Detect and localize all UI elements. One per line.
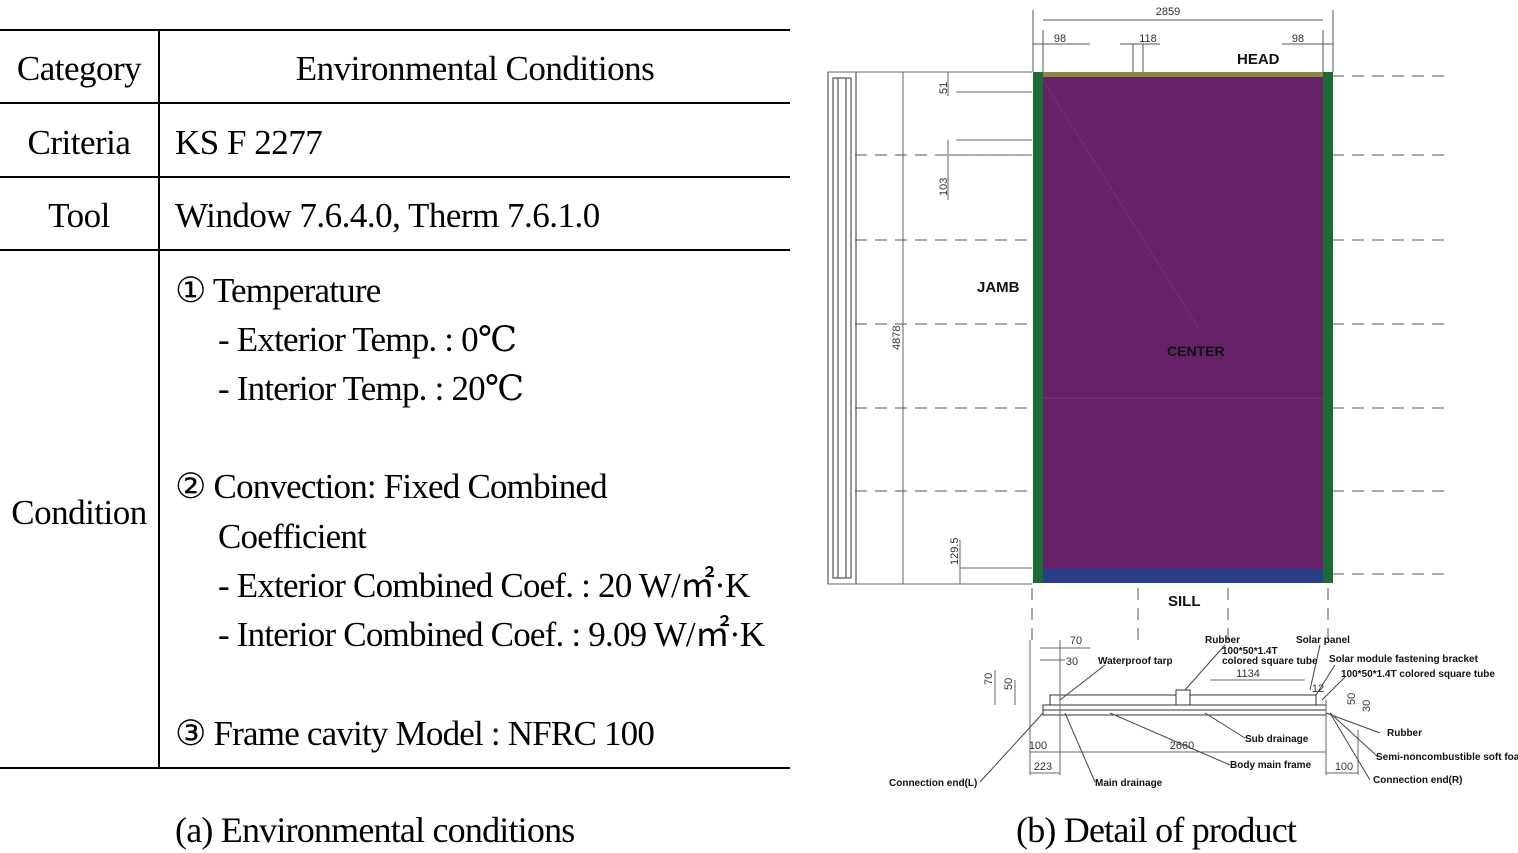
condition-line: ② Convection: Fixed Combined xyxy=(175,467,608,506)
leader-rubber-bottom xyxy=(1325,712,1381,734)
dim-sec-70b: 70 xyxy=(983,673,995,685)
sill-region xyxy=(1043,569,1323,583)
head-region xyxy=(1043,72,1323,77)
dim-total-width: 2859 xyxy=(1156,6,1180,18)
front-elevation xyxy=(1033,72,1333,583)
dim-sec-30b: 30 xyxy=(1361,700,1373,712)
dim-sec-70a: 70 xyxy=(1070,635,1082,647)
leader-main-drainage xyxy=(1064,712,1096,783)
dim-sec-50b: 50 xyxy=(1346,693,1358,705)
jamb-left-region xyxy=(1033,72,1043,583)
row-value-criteria: KS F 2277 xyxy=(175,123,323,162)
row-label-condition: Condition xyxy=(11,493,147,532)
leader-waterproof xyxy=(1059,664,1106,701)
table-bottom-rule xyxy=(0,767,790,769)
header-category: Category xyxy=(16,49,142,88)
label-head: HEAD xyxy=(1237,51,1280,68)
condition-line: - Interior Combined Coef. : 9.09 W/㎡·K xyxy=(218,615,765,654)
dim-sec-30a: 30 xyxy=(1066,656,1078,668)
row-label-tool: Tool xyxy=(48,196,110,235)
label-sill: SILL xyxy=(1168,593,1201,610)
section-bracket xyxy=(1175,689,1191,706)
leader-body-frame xyxy=(1109,712,1231,766)
label-waterproof: Waterproof tarp xyxy=(1098,656,1173,667)
table-top-rule xyxy=(0,29,790,31)
leader-foam xyxy=(1329,712,1379,758)
dim-gap: 118 xyxy=(1139,33,1157,45)
condition-line: - Exterior Combined Coef. : 20 W/㎡·K xyxy=(218,566,750,605)
dim-bottom-offset: 129.5 xyxy=(949,537,961,565)
caption-environmental-conditions: (a) Environmental conditions xyxy=(175,810,575,850)
table-row-rule xyxy=(0,176,790,178)
header-environmental-conditions: Environmental Conditions xyxy=(295,49,655,88)
label-sub-drainage: Sub drainage xyxy=(1245,734,1309,745)
table-row-rule xyxy=(0,102,790,104)
dim-sec-2660: 2660 xyxy=(1170,740,1194,752)
side-inner-frame xyxy=(832,77,852,579)
leader-tube-right xyxy=(1321,676,1346,701)
leader-rubber-top xyxy=(1184,644,1226,691)
label-foam: Semi-noncombustible soft foam xyxy=(1376,752,1518,763)
center-region xyxy=(1042,76,1324,570)
dim-second-offset: 103 xyxy=(938,178,950,196)
label-conn-right: Connection end(R) xyxy=(1373,775,1462,786)
section-left-panel xyxy=(1049,694,1177,706)
dim-right-edge: 98 xyxy=(1292,33,1304,45)
top-dimensions xyxy=(1032,10,1334,72)
condition-line: - Interior Temp. : 20℃ xyxy=(218,369,524,408)
condition-line: ③ Frame cavity Model : NFRC 100 xyxy=(175,714,655,753)
label-solar-panel: Solar panel xyxy=(1296,635,1350,646)
table-column-rule xyxy=(158,29,160,769)
side-outer-frame xyxy=(827,71,857,585)
dim-sec-223: 223 xyxy=(1034,761,1052,773)
dim-sec-100b: 100 xyxy=(1335,761,1353,773)
region-labels: HEAD JAMB CENTER SILL xyxy=(977,51,1280,610)
label-tube-right: 100*50*1.4T colored square tube xyxy=(1341,669,1495,680)
row-value-tool: Window 7.6.4.0, Therm 7.6.1.0 xyxy=(175,196,600,235)
label-main-drainage: Main drainage xyxy=(1095,778,1163,789)
label-tube-top-1: 100*50*1.4T xyxy=(1222,646,1278,657)
label-conn-left: Connection end(L) xyxy=(889,778,977,789)
label-rubber-bottom: Rubber xyxy=(1387,728,1422,739)
label-center: CENTER xyxy=(1167,343,1225,359)
dimension-texts: 2859 98 98 118 51 103 4878 129.5 70 30 7… xyxy=(891,6,1373,773)
leader-conn-right xyxy=(1329,712,1371,781)
table-row-rule xyxy=(0,249,790,251)
label-bracket: Solar module fastening bracket xyxy=(1329,654,1479,665)
dim-left-edge: 98 xyxy=(1054,33,1066,45)
dim-sec-50a: 50 xyxy=(1003,678,1015,690)
condition-line: - Exterior Temp. : 0℃ xyxy=(218,320,517,359)
jamb-right-region xyxy=(1323,72,1333,583)
section-right-panel xyxy=(1189,694,1317,706)
leader-bracket xyxy=(1315,664,1336,696)
caption-detail-of-product: (b) Detail of product xyxy=(1016,810,1297,850)
dim-sec-100a: 100 xyxy=(1029,740,1047,752)
section-labels: Rubber Solar panel 100*50*1.4T colored s… xyxy=(889,635,1518,789)
panel-diagonal xyxy=(1042,79,1201,331)
leader-solar-panel xyxy=(1309,644,1321,691)
label-jamb: JAMB xyxy=(977,279,1020,296)
row-label-criteria: Criteria xyxy=(27,123,131,162)
label-body-frame: Body main frame xyxy=(1230,760,1312,771)
condition-line: ① Temperature xyxy=(175,271,381,310)
dim-top-offset: 51 xyxy=(938,82,950,94)
bottom-section xyxy=(979,640,1381,783)
condition-line: Coefficient xyxy=(218,517,367,556)
side-elevation xyxy=(827,71,1032,585)
leader-sub-drainage xyxy=(1204,712,1246,739)
dim-sec-1134: 1134 xyxy=(1236,668,1260,680)
dim-height: 4878 xyxy=(891,326,903,350)
leader-conn-left xyxy=(979,712,1044,783)
dim-sec-12: 12 xyxy=(1312,683,1324,695)
label-rubber-top: Rubber xyxy=(1205,635,1240,646)
guide-lines xyxy=(855,75,1448,640)
label-tube-top-2: colored square tube xyxy=(1222,656,1318,667)
